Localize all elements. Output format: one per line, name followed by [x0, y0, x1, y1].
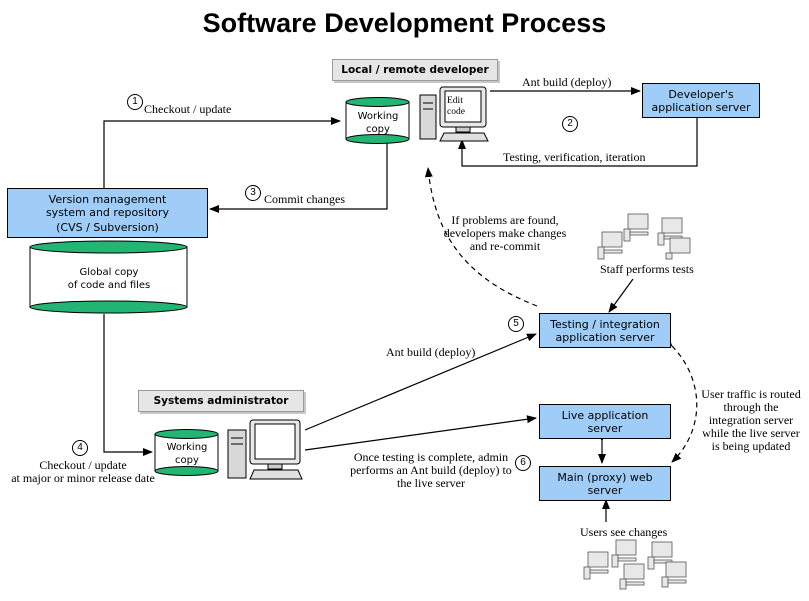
admin-deploy-label: Once testing is complete, admin performs…	[346, 451, 516, 490]
global-copy-cylinder	[29, 240, 188, 314]
testing-iteration-arrow	[458, 117, 698, 167]
ant-build-test-label: Ant build (deploy)	[386, 345, 476, 359]
admin-working-copy-cylinder	[154, 429, 219, 476]
checkout-release-line-1: Checkout / update	[39, 458, 127, 472]
commit-arrow	[209, 140, 388, 213]
step-1-badge: 1	[127, 94, 143, 110]
proxy-server-line-1: Main (proxy) web	[557, 470, 653, 484]
dev-working-copy-text: Working copy	[345, 110, 411, 136]
dev-server-line-1: Developer's	[668, 87, 734, 101]
vcs-line-3: (CVS / Subversion)	[56, 220, 159, 234]
admin-computer-icon	[227, 419, 303, 480]
user-traffic-line-1: User traffic is routed	[701, 387, 801, 401]
testing-server-line-2: application server	[555, 330, 655, 344]
dev-working-copy-cylinder	[345, 97, 410, 144]
admin-deploy-line-2: performs an Ant build (deploy) to	[350, 463, 512, 477]
dev-working-copy-line-2: copy	[366, 124, 390, 135]
testing-server-box: Testing / integration application server	[539, 313, 671, 348]
staff-tests-label: Staff performs tests	[600, 262, 694, 276]
users-computer-group-icon	[583, 539, 687, 590]
staff-computer-group-icon	[597, 213, 691, 260]
proxy-server-box: Main (proxy) web server	[539, 466, 671, 501]
version-management-box: Version management system and repository…	[7, 188, 208, 238]
step-4-badge: 4	[72, 440, 88, 456]
user-traffic-line-4: while the live server	[702, 426, 800, 440]
edit-code-line-2: code	[447, 107, 465, 117]
problems-line-3: and re-commit	[469, 239, 541, 253]
global-copy-line-1: Global copy	[79, 267, 139, 278]
user-traffic-label: User traffic is routed through the integ…	[696, 388, 806, 453]
vcs-line-2: system and repository	[45, 205, 170, 219]
checkout-arrow	[103, 117, 341, 188]
dev-working-copy-line-1: Working	[357, 111, 399, 122]
global-copy-line-2: of code and files	[67, 280, 151, 291]
local-developer-header: Local / remote developer	[332, 59, 498, 81]
developer-server-box: Developer's application server	[642, 83, 760, 118]
live-server-line-2: server	[587, 421, 623, 435]
edit-code-line-1: Edit	[447, 96, 463, 106]
step-2-badge: 2	[562, 116, 578, 132]
problems-label: If problems are found, developers make c…	[438, 214, 572, 253]
live-server-line-1: Live application	[561, 408, 649, 422]
commit-label: Commit changes	[264, 192, 345, 206]
user-traffic-line-3: integration server	[708, 413, 794, 427]
sysadmin-header: Systems administrator	[138, 390, 304, 412]
staff-tests-arrow	[608, 278, 634, 313]
proxy-server-line-2: server	[587, 483, 623, 497]
ant-build-test-arrow	[304, 333, 537, 431]
admin-working-copy-text: Working copy	[154, 441, 220, 467]
checkout-release-line-2: at major or minor release date	[11, 471, 155, 485]
step-3-badge: 3	[245, 185, 261, 201]
admin-working-copy-line-2: copy	[175, 455, 199, 466]
step-6-badge: 6	[515, 455, 531, 471]
step-5-badge: 5	[508, 316, 524, 332]
edit-code-text: Edit code	[447, 96, 465, 118]
live-server-box: Live application server	[539, 404, 671, 439]
users-see-label: Users see changes	[580, 525, 668, 539]
checkout-release-label: Checkout / update at major or minor rele…	[10, 459, 156, 485]
page-title: Software Development Process	[202, 8, 607, 38]
admin-working-copy-line-1: Working	[166, 442, 208, 453]
dev-server-line-2: application server	[651, 100, 751, 114]
testing-server-line-1: Testing / integration	[550, 317, 660, 331]
admin-deploy-line-1: Once testing is complete, admin	[353, 450, 509, 464]
admin-deploy-line-3: the live server	[397, 476, 465, 490]
admin-deploy-arrow	[304, 415, 537, 451]
global-copy-text: Global copy of code and files	[29, 266, 189, 292]
user-traffic-line-5: is being updated	[711, 439, 791, 453]
user-traffic-dashed-arrow	[662, 336, 698, 463]
problems-line-1: If problems are found,	[451, 213, 559, 227]
checkout-label: Checkout / update	[144, 102, 232, 116]
problems-dashed-arrow	[424, 167, 538, 307]
vcs-line-1: Version management	[48, 192, 167, 206]
problems-line-2: developers make changes	[443, 226, 567, 240]
checkout-release-arrow	[103, 314, 153, 456]
testing-iteration-label: Testing, verification, iteration	[503, 150, 646, 164]
ant-build-dev-label: Ant build (deploy)	[522, 75, 612, 89]
user-traffic-line-2: through the	[723, 400, 779, 414]
developer-computer-icon	[419, 86, 489, 142]
